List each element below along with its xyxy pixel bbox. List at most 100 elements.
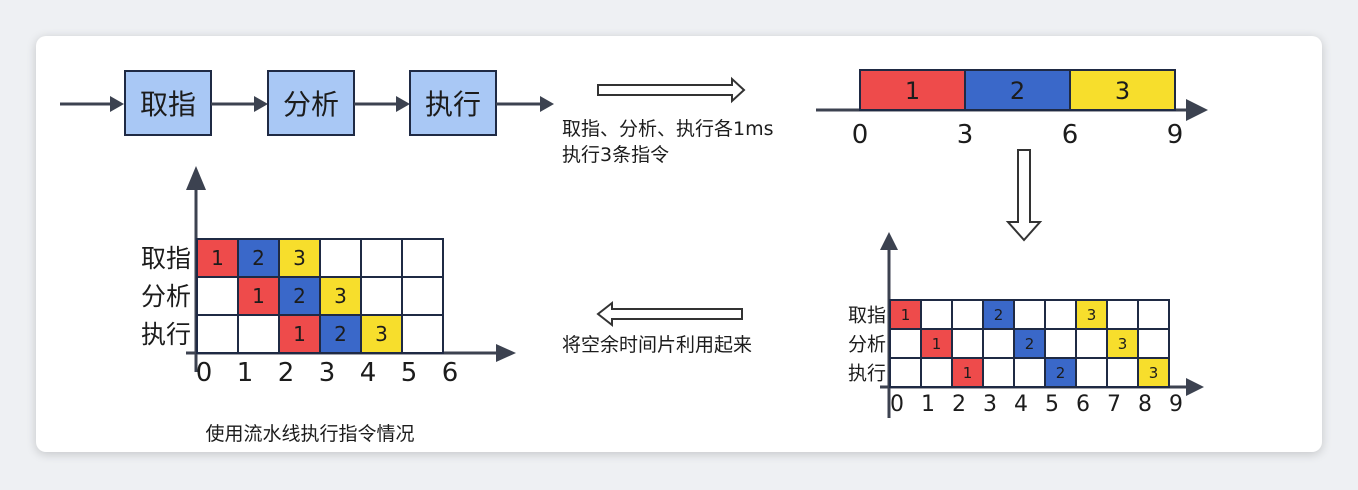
top-caption-line2: 执行3条指令 (562, 144, 669, 166)
seq-grid-tick-0: 0 (890, 392, 904, 417)
seq-grid-instruction-label: 3 (1087, 306, 1097, 324)
seq-grid-cell (1075, 357, 1108, 388)
pipe-grid-instruction-label: 3 (334, 284, 347, 308)
pipe-grid-instruction-label: 2 (293, 284, 306, 308)
pipe-grid-instruction-label: 2 (334, 322, 347, 346)
top-transition: 取指、分析、执行各1ms 执行3条指令 (562, 76, 774, 166)
seq-grid-x-arrowhead (1186, 378, 1204, 396)
seq-grid-cell (889, 328, 922, 359)
seq-grid-instruction-label: 1 (901, 306, 911, 324)
seq-grid-instruction-label: 3 (1118, 335, 1128, 353)
timeline-segment-label-3: 3 (1115, 77, 1130, 105)
seq-grid-instruction-cell (1013, 328, 1046, 359)
flow-arrowhead-1 (254, 96, 268, 112)
pipe-grid-cell (237, 314, 280, 354)
pipe-grid-cell (401, 238, 444, 278)
seq-grid-instruction-label: 1 (932, 335, 942, 353)
pipe-grid-instruction-cell (360, 314, 403, 354)
seq-grid-cell (982, 328, 1015, 359)
pipe-grid-tick-6: 6 (442, 358, 459, 388)
seq-grid-instruction-cell (951, 357, 984, 388)
top-caption-line1: 取指、分析、执行各1ms (562, 118, 774, 140)
middle-transition: 将空余时间片利用起来 (562, 300, 752, 356)
pipe-grid-row-label: 取指 (141, 244, 191, 273)
seq-grid-tick-9: 9 (1169, 392, 1183, 417)
timeline-segment-3 (1069, 69, 1176, 111)
seq-grid-cell (1075, 328, 1108, 359)
pipe-grid-instruction-label: 2 (252, 246, 265, 270)
seq-grid-cell (1106, 299, 1139, 330)
right-hollow-arrow (597, 76, 746, 104)
pipeline-flow: 取指 分析 执行 (60, 70, 554, 136)
seq-grid-cell (889, 357, 922, 388)
pipe-grid-cell (401, 276, 444, 316)
pipe-grid-instruction-label: 1 (293, 322, 306, 346)
pipe-grid-row-label: 分析 (141, 282, 191, 311)
pipe-grid-instruction-label: 3 (375, 322, 388, 346)
down-hollow-arrow (1005, 149, 1043, 242)
seq-grid-instruction-cell (1044, 357, 1077, 388)
seq-grid-row-label: 执行 (848, 362, 886, 384)
pipe-grid-instruction-label: 1 (211, 246, 224, 270)
pipeline-caption: 使用流水线执行指令情况 (205, 423, 414, 445)
seq-grid-cell (920, 357, 953, 388)
pipe-grid-x-arrowhead (496, 344, 516, 362)
pipe-grid-tick-1: 1 (237, 358, 254, 388)
seq-grid-cell (1137, 299, 1170, 330)
pipe-grid-cell (401, 314, 444, 354)
seq-grid-cell (1013, 299, 1046, 330)
seq-grid-tick-4: 4 (1014, 392, 1028, 417)
stage-label-fetch: 取指 (140, 88, 196, 121)
timeline-segment-label-2: 2 (1010, 77, 1025, 105)
stage-label-analyze: 分析 (283, 88, 339, 121)
pipe-grid-cell (196, 314, 239, 354)
seq-grid-y-arrowhead (880, 232, 898, 250)
pipe-grid-instruction-cell (319, 276, 362, 316)
seq-grid-row-label: 取指 (848, 304, 886, 326)
seq-grid-tick-3: 3 (983, 392, 997, 417)
seq-grid-instruction-label: 2 (1025, 335, 1035, 353)
seq-grid-tick-7: 7 (1107, 392, 1121, 417)
seq-grid-instruction-label: 1 (963, 364, 973, 382)
pipe-grid-tick-3: 3 (319, 358, 336, 388)
timeline-tick-3: 3 (957, 120, 974, 150)
seq-grid-instruction-cell (982, 299, 1015, 330)
seq-grid-tick-8: 8 (1138, 392, 1152, 417)
timeline-segment-label-1: 1 (905, 77, 920, 105)
pipe-grid-instruction-label: 3 (293, 246, 306, 270)
seq-grid-instruction-cell (1137, 357, 1170, 388)
pipe-grid-instruction-cell (237, 238, 280, 278)
seq-grid-cell (1044, 328, 1077, 359)
pipe-grid-y-arrowhead (186, 166, 206, 190)
pipe-grid-cell (360, 238, 403, 278)
pipe-grid-instruction-cell (278, 276, 321, 316)
seq-grid-instruction-label: 3 (1149, 364, 1159, 382)
seq-grid-instruction-cell (1106, 328, 1139, 359)
pipe-grid-row-label: 执行 (141, 320, 191, 349)
seq-grid-cell (920, 299, 953, 330)
seq-grid-instruction-cell (889, 299, 922, 330)
pipe-grid-cell (196, 276, 239, 316)
seq-grid-instruction-label: 2 (1056, 364, 1066, 382)
flow-arrowhead-2 (396, 96, 410, 112)
seq-grid-instruction-cell (1075, 299, 1108, 330)
pipe-grid-tick-4: 4 (360, 358, 377, 388)
seq-grid-row-label: 分析 (848, 333, 886, 355)
pipe-grid-instruction-cell (319, 314, 362, 354)
pipe-grid-instruction-label: 1 (252, 284, 265, 308)
seq-grid-tick-2: 2 (952, 392, 966, 417)
seq-grid-cell (1106, 357, 1139, 388)
pipe-grid-cell (360, 276, 403, 316)
seq-grid-instruction-cell (920, 328, 953, 359)
output-arrowhead (540, 96, 554, 112)
stage-box-fetch (124, 70, 212, 136)
seq-grid-cell (1044, 299, 1077, 330)
timeline-tick-6: 6 (1062, 120, 1079, 150)
seq-grid-cell (951, 299, 984, 330)
seq-grid-cell (1137, 328, 1170, 359)
pipe-grid-cell (319, 238, 362, 278)
middle-caption: 将空余时间片利用起来 (562, 334, 752, 356)
